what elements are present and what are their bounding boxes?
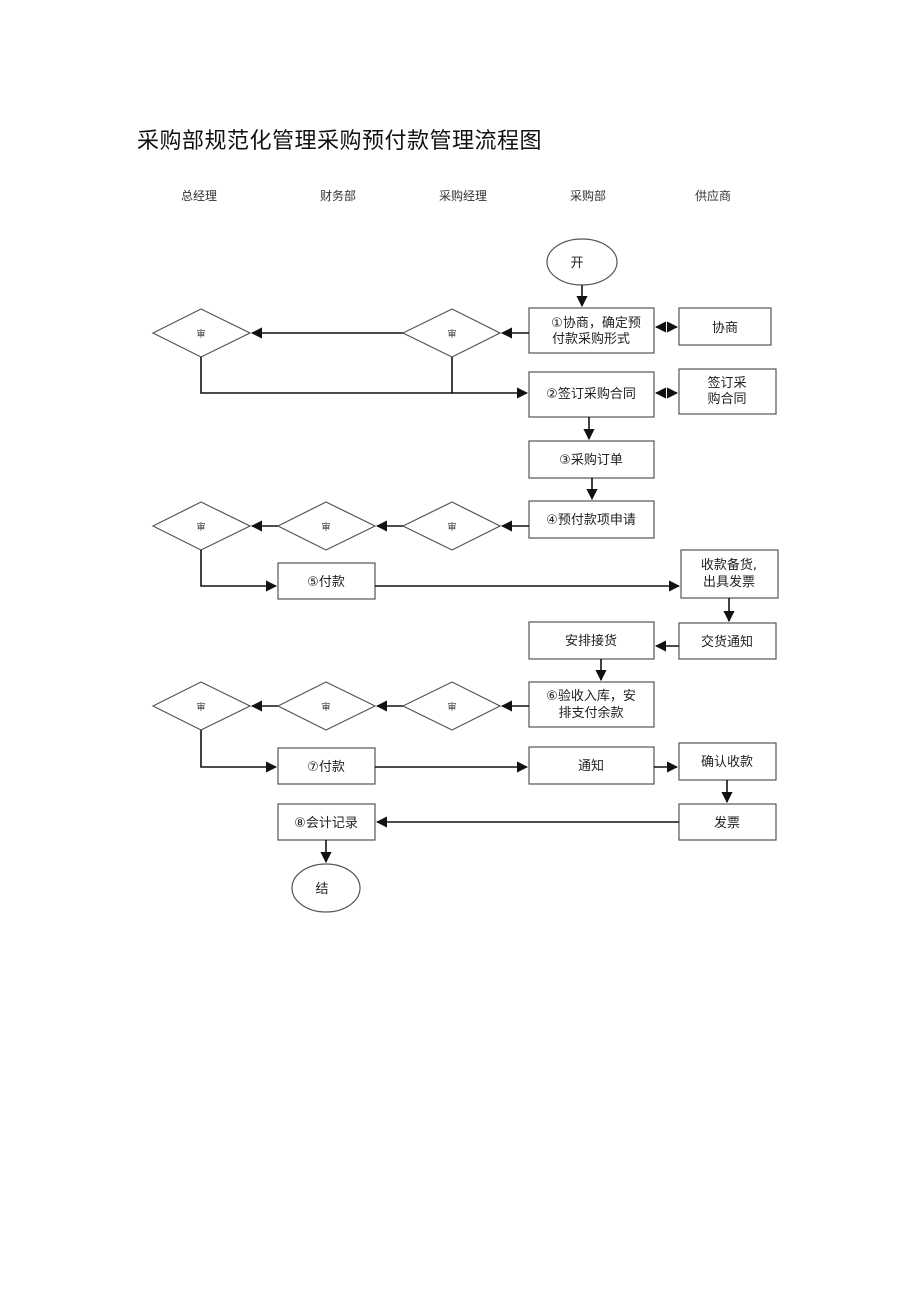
decision-fin-2 <box>276 501 377 551</box>
supplier-negotiate-box <box>678 307 772 346</box>
start-label: 开 <box>570 256 583 271</box>
decision-gm-1-label: 审 <box>196 328 205 340</box>
decision-pm-1-label: 审 <box>447 328 456 340</box>
lane-purchasing-dept: 采购部 <box>569 189 606 203</box>
step7-box <box>277 747 376 785</box>
arrow-gm1-step2 <box>200 357 529 399</box>
decision-gm-2-label: 审 <box>196 521 205 533</box>
supplier-negotiate-label: 协商 <box>712 321 738 336</box>
supplier-sign-box <box>678 368 777 415</box>
notify-label: 通知 <box>578 758 604 774</box>
step1-label-1: ①协商，确定预 <box>551 316 641 331</box>
step7-label: ⑦付款 <box>307 760 345 775</box>
decision-gm-1 <box>151 308 252 358</box>
supplier-invoice-box <box>678 803 777 841</box>
decision-gm-3 <box>151 681 252 731</box>
end-label: 结 <box>315 882 328 897</box>
supplier-delivery-label: 交货通知 <box>701 634 753 650</box>
page-title: 采购部规范化管理采购预付款管理流程图 <box>137 129 543 154</box>
step5-box <box>277 562 376 600</box>
decision-pm-3 <box>401 681 502 731</box>
step3-label: ③采购订单 <box>559 452 623 468</box>
supplier-sign-label-1: 签订采 <box>707 375 746 391</box>
decision-gm-3-label: 审 <box>196 701 205 713</box>
step6-label-1: ⑥验收入库，安 <box>546 688 636 704</box>
step6-label-2: 排支付余款 <box>558 705 623 721</box>
supplier-receive-label-2: 出具发票 <box>703 574 755 590</box>
step1-label-2: 付款采购形式 <box>552 331 630 347</box>
supplier-sign-label-2: 购合同 <box>707 391 746 407</box>
supplier-receive-label-1: 收款备货, <box>701 557 757 573</box>
decision-pm-1 <box>401 308 502 358</box>
decision-pm-3-label: 审 <box>447 701 456 713</box>
supplier-confirm-label: 确认收款 <box>701 755 753 770</box>
supplier-invoice-label: 发票 <box>714 815 740 831</box>
decision-fin-3 <box>276 681 377 731</box>
supplier-confirm-box <box>678 742 777 781</box>
lane-supplier: 供应商 <box>694 189 731 203</box>
end-node <box>291 863 361 913</box>
supplier-delivery-box <box>678 622 777 660</box>
notify-box <box>528 746 655 785</box>
step6-box <box>528 681 655 728</box>
lane-general-manager: 总经理 <box>180 189 217 203</box>
lane-purchasing-manager: 采购经理 <box>438 189 487 203</box>
lane-finance: 财务部 <box>319 189 356 203</box>
decision-pm-2 <box>401 501 502 551</box>
step3-box <box>528 440 655 479</box>
step4-box <box>528 500 655 539</box>
decision-fin-2-label: 审 <box>321 521 330 533</box>
step2-box <box>528 371 655 418</box>
step8-label: ⑧会计记录 <box>294 816 358 831</box>
arrow-gm3-step7 <box>200 730 278 773</box>
step2-label: ②签订采购合同 <box>546 386 636 402</box>
arrange-box <box>528 621 655 660</box>
decision-fin-3-label: 审 <box>321 701 330 713</box>
decision-gm-2 <box>151 501 252 551</box>
decision-pm-2-label: 审 <box>447 521 456 533</box>
step4-label: ④预付款项申请 <box>546 513 636 528</box>
arrange-label: 安排接货 <box>565 633 617 649</box>
step1-box <box>528 307 655 354</box>
step5-label: ⑤付款 <box>307 575 345 590</box>
arrow-gm2-step5 <box>200 550 278 592</box>
